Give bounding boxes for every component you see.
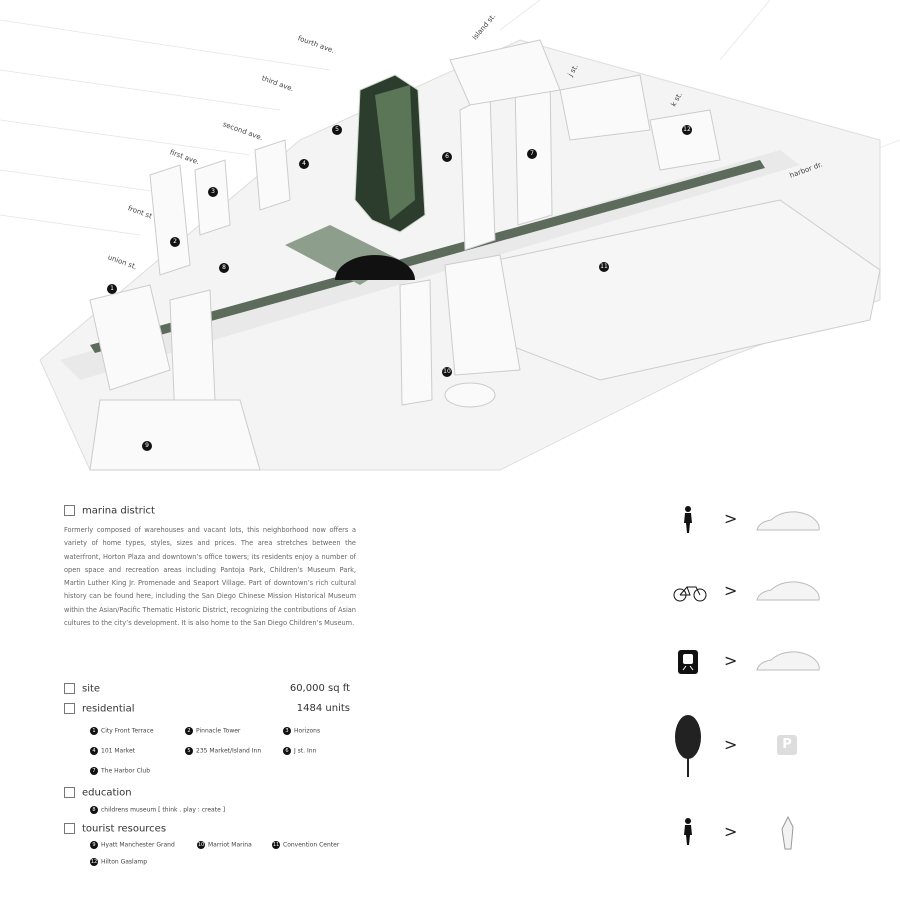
number-badge: 8	[90, 806, 98, 814]
green-median	[90, 160, 765, 353]
site-row: site	[64, 683, 100, 695]
isometric-district-map	[0, 0, 900, 471]
car-icon	[756, 511, 820, 531]
item-name: 101 Market	[101, 747, 135, 755]
pedestrian-icon	[684, 506, 692, 533]
number-badge: 7	[90, 767, 98, 775]
checkbox[interactable]	[64, 703, 75, 714]
greater-than: >	[724, 651, 738, 670]
residential-label: residential	[82, 703, 135, 715]
item-name: Marriot Marina	[208, 841, 252, 849]
greater-than: >	[724, 822, 738, 841]
map-marker[interactable]: 11	[599, 262, 609, 272]
number-badge: 9	[90, 841, 98, 849]
plaza-dome	[335, 255, 415, 280]
item-name: The Harbor Club	[101, 767, 151, 775]
number-badge: 3	[283, 727, 291, 735]
checkbox[interactable]	[64, 683, 75, 694]
district-description: Formerly composed of warehouses and vaca…	[64, 526, 356, 628]
number-badge: 1	[90, 727, 98, 735]
item-name: Hyatt Manchester Grand	[101, 841, 175, 849]
map-marker[interactable]: 2	[170, 237, 180, 247]
checkbox[interactable]	[64, 505, 75, 516]
number-badge: 10	[197, 841, 205, 849]
buildings	[89, 39, 721, 471]
number-badge: 6	[283, 747, 291, 755]
education-row: education	[64, 787, 132, 799]
pedestrian-icon	[684, 818, 692, 845]
item-name: childrens museum [ think . play : create…	[101, 806, 226, 814]
site-value: 60,000 sq ft	[289, 683, 350, 694]
parking-icon: P	[777, 735, 797, 755]
residential-row: residential	[64, 703, 134, 715]
number-badge: 12	[90, 858, 98, 866]
tower-glass-face	[375, 85, 415, 220]
map-marker[interactable]: 12	[682, 125, 692, 135]
number-badge: 5	[185, 747, 193, 755]
tree-icon	[675, 715, 701, 777]
education-label: education	[82, 787, 132, 799]
map-marker[interactable]: 1	[107, 284, 117, 294]
greater-than: >	[724, 509, 738, 528]
map-marker[interactable]: 6	[442, 152, 452, 162]
residential-value: 1484 units	[296, 703, 350, 714]
item-name: J st. Inn	[294, 747, 317, 755]
bicycle-icon	[673, 586, 707, 602]
map-marker[interactable]: 7	[527, 149, 537, 159]
train-icon	[678, 650, 698, 674]
item-name: 235 Market/Island Inn	[196, 747, 262, 755]
item-name: City Front Terrace	[101, 727, 154, 735]
number-badge: 2	[185, 727, 193, 735]
map-marker[interactable]: 8	[219, 263, 229, 273]
map-marker[interactable]: 4	[299, 159, 309, 169]
checkbox[interactable]	[64, 787, 75, 798]
car-icon	[756, 651, 820, 671]
map-marker[interactable]: 5	[332, 125, 342, 135]
item-name: Horizons	[294, 727, 321, 735]
sculpture-icon	[781, 816, 794, 850]
site-label: site	[82, 683, 101, 695]
district-heading: marina district	[64, 505, 155, 517]
item-name: Convention Center	[283, 841, 340, 849]
map-marker[interactable]: 3	[208, 187, 218, 197]
greater-than: >	[724, 581, 738, 600]
tourist-row: tourist resources	[64, 823, 166, 835]
item-name: Pinnacle Tower	[196, 727, 241, 735]
number-badge: 4	[90, 747, 98, 755]
tourist-label: tourist resources	[82, 823, 167, 835]
street-guide-lines	[0, 0, 900, 236]
map-marker[interactable]: 9	[142, 441, 152, 451]
district-title: marina district	[82, 505, 155, 517]
checkbox[interactable]	[64, 823, 75, 834]
greater-than: >	[724, 735, 738, 754]
car-icon	[756, 581, 820, 601]
map-marker[interactable]: 10	[442, 367, 452, 377]
item-name: Hilton Gaslamp	[101, 858, 148, 866]
number-badge: 11	[272, 841, 280, 849]
